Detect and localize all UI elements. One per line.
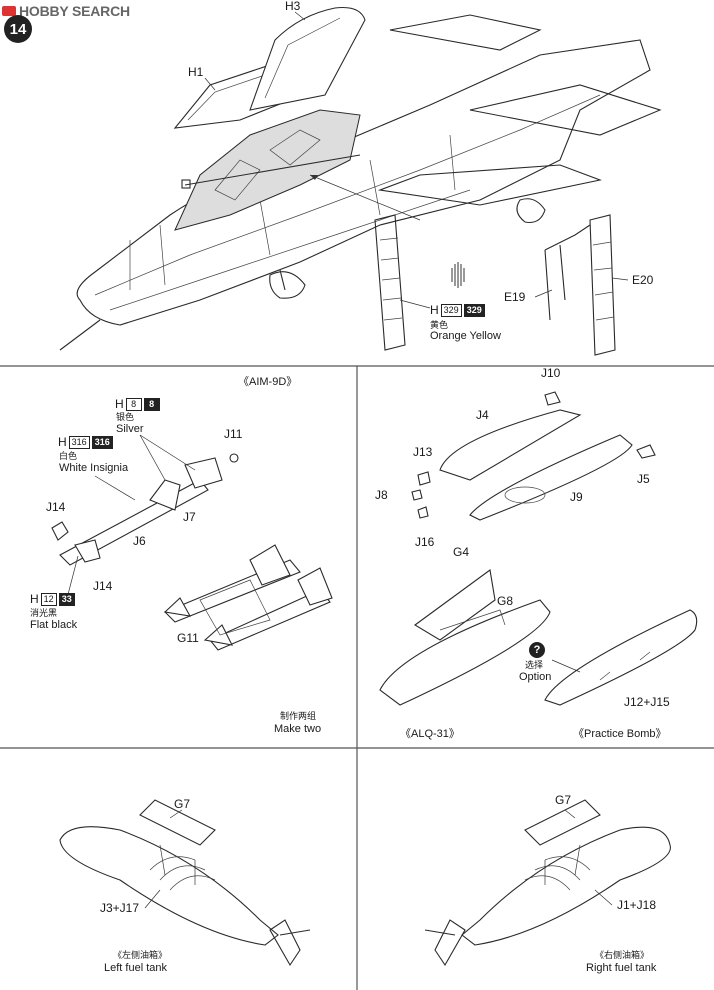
left-fuel-tank-drawing bbox=[59, 799, 311, 967]
paint-code: 316 bbox=[68, 435, 90, 449]
option-cn: 选择 bbox=[525, 660, 544, 670]
paint-black-cn: 消光黑 bbox=[30, 608, 58, 618]
watermark: HOBBY SEARCH bbox=[2, 3, 160, 19]
part-j7: J7 bbox=[183, 510, 196, 524]
paint-silver-en: Silver bbox=[116, 423, 144, 435]
paint-code-dark: 8 bbox=[143, 397, 160, 411]
paint-silver-cn: 银色 bbox=[116, 412, 135, 422]
right-tank-en: Right fuel tank bbox=[586, 962, 657, 974]
paint-name-cn: 黄色 bbox=[430, 320, 449, 330]
paint-code: 329 bbox=[440, 303, 462, 317]
practice-bomb-drawing bbox=[544, 609, 698, 706]
part-j10: J10 bbox=[541, 366, 561, 380]
paint-letter: H bbox=[430, 303, 439, 317]
option-en: Option bbox=[519, 671, 552, 683]
paint-code-dark: 329 bbox=[463, 303, 485, 317]
right-fuel-tank-drawing bbox=[424, 799, 671, 967]
part-j5: J5 bbox=[637, 472, 650, 486]
aim9d-rail-drawing bbox=[163, 544, 333, 651]
part-h3: H3 bbox=[285, 0, 301, 13]
make-two-cn: 制作两组 bbox=[280, 711, 317, 721]
paint-code: 8 bbox=[125, 397, 142, 411]
paint-code: 12 bbox=[40, 592, 57, 606]
section-title-practice-bomb: 《Practice Bomb》 bbox=[573, 728, 667, 740]
part-j4: J4 bbox=[476, 408, 489, 422]
part-g11: G11 bbox=[177, 631, 199, 645]
part-j9: J9 bbox=[570, 490, 583, 504]
camera-icon bbox=[2, 6, 16, 16]
paint-code-dark: 316 bbox=[91, 435, 113, 449]
paint-white-cn: 白色 bbox=[59, 451, 78, 461]
paint-white-en: White Insignia bbox=[59, 462, 129, 474]
section-title-aim9d: 《AIM-9D》 bbox=[238, 376, 298, 388]
paint-name-en: Orange Yellow bbox=[430, 330, 501, 342]
part-h1: H1 bbox=[188, 65, 204, 79]
paint-letter: H bbox=[115, 397, 124, 411]
part-e20: E20 bbox=[632, 273, 654, 287]
part-j1-j18: J1+J18 bbox=[617, 898, 657, 912]
ladder-drawing bbox=[374, 214, 616, 356]
part-j14-bottom: J14 bbox=[93, 579, 113, 593]
make-two-en: Make two bbox=[274, 723, 322, 735]
vibration-mark bbox=[451, 262, 465, 288]
part-g7-left: G7 bbox=[174, 797, 191, 811]
paint-code-dark: 33 bbox=[58, 592, 75, 606]
left-tank-en: Left fuel tank bbox=[104, 962, 167, 974]
step-number-badge: 14 bbox=[4, 15, 32, 43]
part-j12-j15: J12+J15 bbox=[624, 695, 670, 709]
canopy-h3-drawing bbox=[249, 6, 366, 111]
paint-letter: H bbox=[58, 435, 67, 449]
step-number: 14 bbox=[9, 20, 27, 38]
aircraft-fuselage-drawing bbox=[59, 14, 662, 351]
part-j6: J6 bbox=[133, 534, 146, 548]
alq-pod-drawing bbox=[411, 391, 656, 521]
question-mark: ? bbox=[533, 644, 541, 656]
paint-black-en: Flat black bbox=[30, 619, 78, 631]
part-j3-j17: J3+J17 bbox=[100, 901, 140, 915]
part-g7-right: G7 bbox=[555, 793, 572, 807]
part-j14-top: J14 bbox=[46, 500, 66, 514]
part-j13: J13 bbox=[413, 445, 433, 459]
part-g4: G4 bbox=[453, 545, 470, 559]
aim9d-missile-drawing bbox=[51, 453, 239, 566]
watermark-text: HOBBY SEARCH bbox=[19, 3, 130, 19]
alq31-drawing bbox=[379, 569, 551, 706]
part-j8: J8 bbox=[375, 488, 388, 502]
paint-letter: H bbox=[30, 592, 39, 606]
part-j11: J11 bbox=[224, 427, 243, 441]
part-e19: E19 bbox=[504, 290, 526, 304]
section-title-alq31: 《ALQ-31》 bbox=[400, 728, 460, 740]
part-g8: G8 bbox=[497, 594, 514, 608]
part-j16: J16 bbox=[415, 535, 435, 549]
right-tank-cn: 《右侧油箱》 bbox=[595, 950, 650, 960]
question-icon: ? bbox=[529, 642, 545, 658]
left-tank-cn: 《左侧油箱》 bbox=[113, 950, 168, 960]
